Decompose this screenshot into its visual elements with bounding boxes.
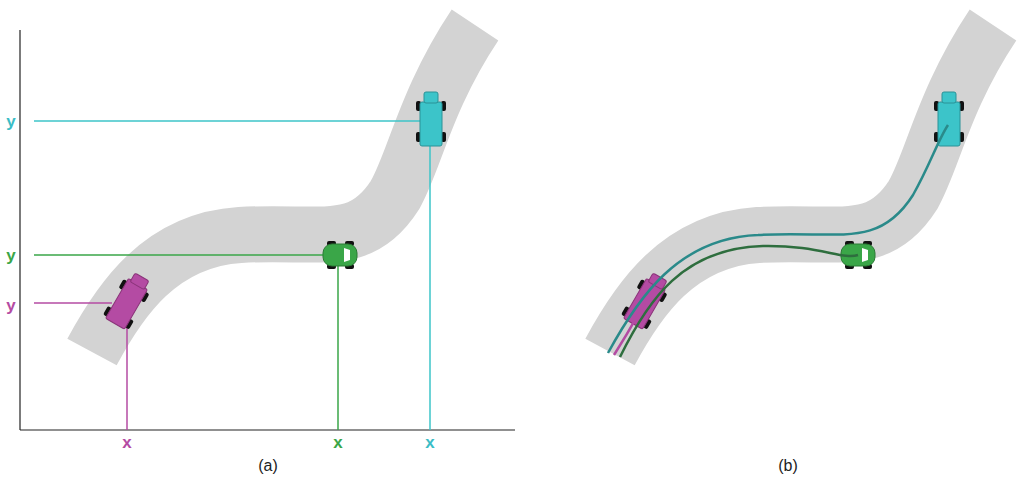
x-axis [20,429,515,430]
trajectories [608,125,948,357]
magenta-truck [620,270,673,332]
panel-a [20,25,515,430]
axis-label: x [120,433,133,452]
cyan-truck [934,92,964,146]
axis-label: y [4,246,17,265]
road [92,25,475,352]
panel-b [608,25,993,357]
panel-caption: (b) [776,457,800,475]
magenta-truck [102,270,155,332]
axis-label: y [4,296,17,315]
axis-label: x [423,433,436,452]
axis-label: y [4,112,17,131]
road [610,25,993,352]
y-axis [19,30,20,430]
green-car [323,241,357,269]
axis-label: x [331,433,344,452]
guide-lines [34,121,430,430]
cyan-truck [416,92,446,146]
panel-caption: (a) [256,457,280,475]
